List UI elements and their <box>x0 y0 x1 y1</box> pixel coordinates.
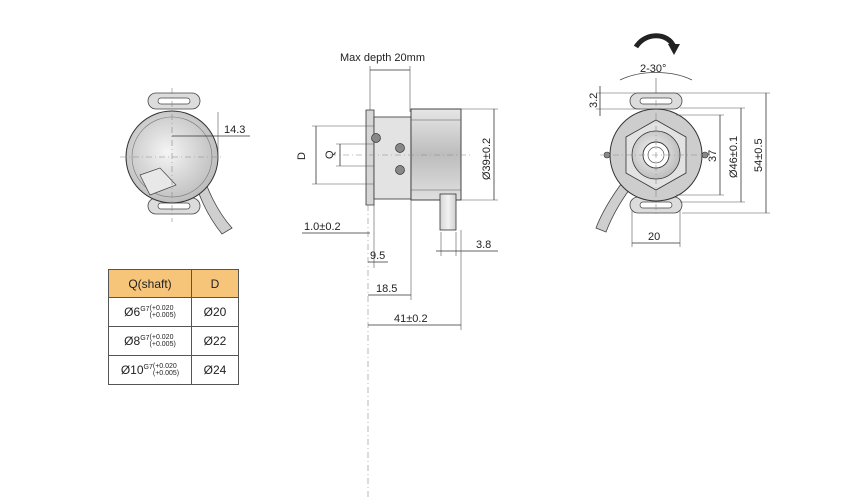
right-view: 2-30° 3.2 37 <box>588 33 770 247</box>
side-view: Max depth 20mm D Q Ø39±0.2 <box>296 52 498 500</box>
top-clip <box>147 92 201 110</box>
cable-right <box>595 179 633 233</box>
dim-q: Q <box>324 150 336 159</box>
dim-9-5: 9.5 <box>370 250 385 262</box>
rotation-arrow-icon <box>633 33 677 49</box>
cable-stub <box>439 193 457 231</box>
table-row: Ø10G7(+0.020(+0.005) Ø24 <box>108 355 239 385</box>
dim-d: D <box>296 152 308 160</box>
dim-dia39: Ø39±0.2 <box>481 138 493 180</box>
shaft-size-table: Q(shaft) D Ø6G7(+0.020(+0.005) Ø20 Ø8G7(… <box>108 269 239 385</box>
dim-41: 41±0.2 <box>394 313 428 325</box>
dim-18-5: 18.5 <box>376 283 397 295</box>
dim-3-8: 3.8 <box>476 239 491 251</box>
dim-20: 20 <box>648 231 660 243</box>
d-cell: Ø24 <box>191 355 239 385</box>
dim-dia46: Ø46±0.1 <box>728 136 740 178</box>
dim-max-depth: Max depth 20mm <box>340 52 425 64</box>
table-row: Ø8G7(+0.020(+0.005) Ø22 <box>108 326 239 356</box>
d-cell: Ø22 <box>191 326 239 356</box>
dim-14-3: 14.3 <box>224 124 245 136</box>
table-row: Ø6G7(+0.020(+0.005) Ø20 <box>108 297 239 327</box>
q-cell: Ø6G7(+0.020(+0.005) <box>108 297 192 327</box>
d-cell: Ø20 <box>191 297 239 327</box>
q-cell: Ø8G7(+0.020(+0.005) <box>108 326 192 356</box>
q-cell: Ø10G7(+0.020(+0.005) <box>108 355 192 385</box>
dim-3-2: 3.2 <box>588 93 600 108</box>
flange-plate <box>365 109 375 206</box>
dim-54: 54±0.5 <box>753 138 765 172</box>
encoder-cylinder <box>410 108 462 201</box>
header-q-shaft: Q(shaft) <box>108 269 192 298</box>
dim-1-0: 1.0±0.2 <box>304 221 341 233</box>
header-d: D <box>191 269 239 298</box>
table-header-row: Q(shaft) D <box>108 269 239 298</box>
dim-angle: 2-30° <box>640 63 666 75</box>
left-view: 14.3 <box>120 88 250 235</box>
clamp-collar <box>373 116 412 200</box>
dim-37: 37 <box>707 150 719 162</box>
